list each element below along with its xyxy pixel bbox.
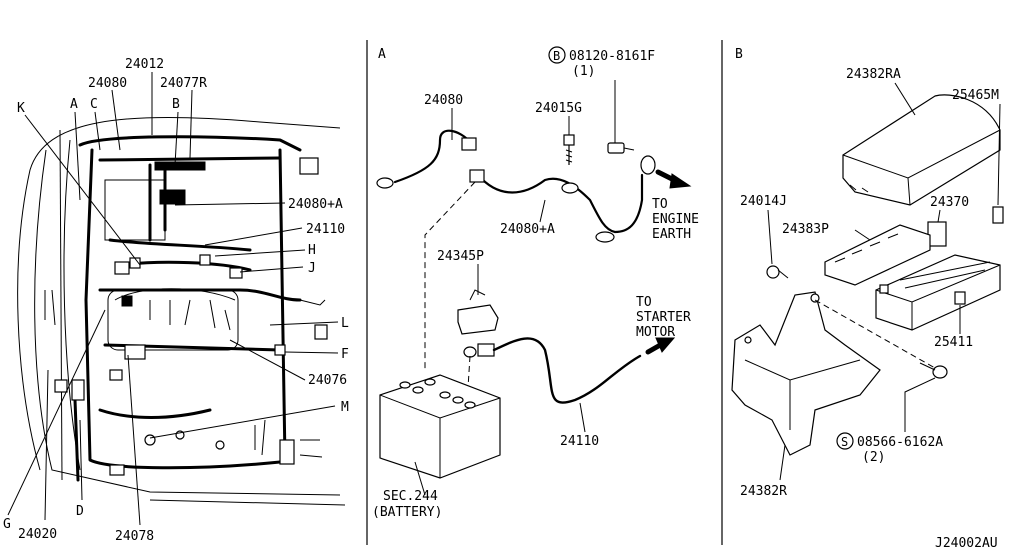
- label-24383p: 24383P: [782, 222, 829, 237]
- leader-24370: [937, 209, 941, 223]
- battery-cells: [399, 378, 476, 409]
- callout-c: C: [90, 97, 98, 112]
- panel-a-drawing: [376, 129, 692, 496]
- label-24080-a: 24080+A: [500, 222, 555, 237]
- screw-part-number: 08566-6162A: [857, 435, 943, 450]
- callout-g: G: [3, 517, 11, 532]
- label-24382ra: 24382RA: [846, 67, 901, 82]
- battery-label: (BATTERY): [372, 505, 442, 520]
- callout-h: H: [308, 243, 316, 258]
- bolt-badge-circle: [548, 46, 566, 64]
- leader-24110: [579, 402, 586, 433]
- callout-24078: 24078: [115, 529, 154, 544]
- leader-24383p: [854, 229, 871, 241]
- vehicle-harness-view: [7, 72, 346, 526]
- bolt-badge: B: [553, 49, 560, 63]
- battery-section: SEC.244: [383, 489, 438, 504]
- label-24345p: 24345P: [437, 249, 484, 264]
- label-25465m: 25465M: [952, 88, 999, 103]
- callout-a: A: [70, 97, 78, 112]
- to-engine-line-1: TO: [652, 197, 668, 212]
- to-engine-line-2: ENGINE: [652, 212, 699, 227]
- to-starter-line-1: TO: [636, 295, 652, 310]
- leader-25465m: [997, 103, 1001, 206]
- screw-badge-circle: [836, 432, 854, 450]
- bolt-qty: (1): [572, 64, 595, 79]
- callout-24080: 24080: [88, 76, 127, 91]
- label-25411: 25411: [934, 335, 973, 350]
- label-24080: 24080: [424, 93, 463, 108]
- panel-a-title: A: [378, 47, 386, 62]
- label-24015g: 24015G: [535, 101, 582, 116]
- callout-f: F: [341, 347, 349, 362]
- to-starter-line-2: STARTER: [636, 310, 691, 325]
- leader-screw: [904, 377, 936, 432]
- callout-24012: 24012: [125, 57, 164, 72]
- callout-24076: 24076: [308, 373, 347, 388]
- to-engine-line-3: EARTH: [652, 227, 691, 242]
- label-24110: 24110: [560, 434, 599, 449]
- callout-24110: 24110: [306, 222, 345, 237]
- callout-b: B: [172, 97, 180, 112]
- diagram-code: J24002AU: [935, 536, 998, 551]
- leader-24080-a: [539, 199, 546, 223]
- callout-m: M: [341, 400, 349, 415]
- leader-24014j: [767, 209, 773, 265]
- callout-k: K: [17, 101, 25, 116]
- screw-badge: S: [841, 435, 848, 449]
- callout-24020: 24020: [18, 527, 57, 542]
- callout-d: D: [76, 504, 84, 519]
- label-24370: 24370: [930, 195, 969, 210]
- to-starter-line-3: MOTOR: [636, 325, 675, 340]
- label-24382r: 24382R: [740, 484, 787, 499]
- leader-24382r: [779, 444, 786, 481]
- label-24014j: 24014J: [740, 194, 787, 209]
- panel-b-title: B: [735, 47, 743, 62]
- callout-24080-a: 24080+A: [288, 197, 343, 212]
- bolt-part-number: 08120-8161F: [569, 49, 655, 64]
- screw-qty: (2): [862, 450, 885, 465]
- panel-b-drawing: [731, 94, 1004, 456]
- callout-j: J: [308, 261, 316, 276]
- callout-24077r: 24077R: [160, 76, 207, 91]
- callout-l: L: [341, 316, 349, 331]
- leader-24382ra: [894, 82, 916, 116]
